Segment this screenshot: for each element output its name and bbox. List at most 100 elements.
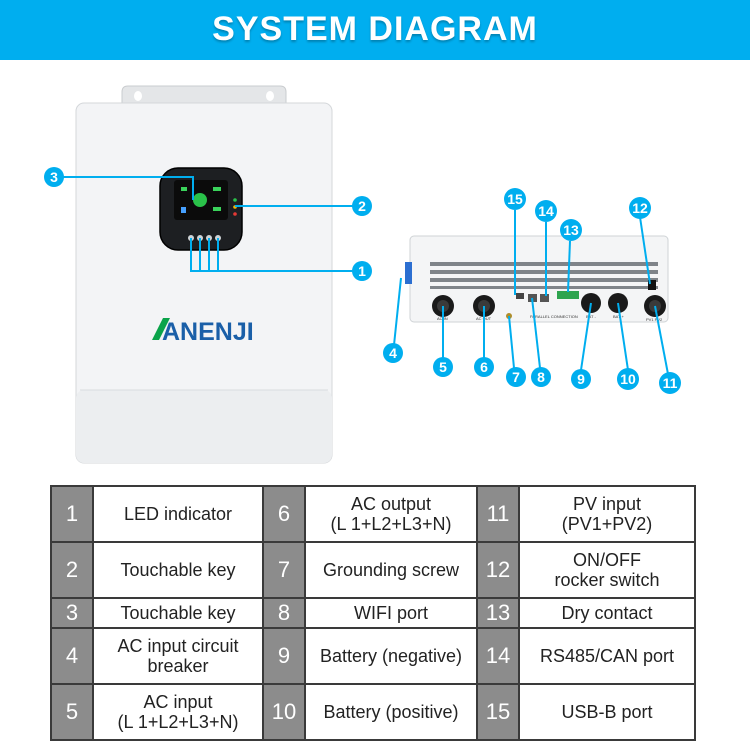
callout-badges: 1 2 3 4 5 6 7 8 9 10 11 12 13 14 15 xyxy=(44,167,681,394)
svg-text:5: 5 xyxy=(439,359,447,375)
legend-number: 13 xyxy=(476,597,520,629)
legend-label: RS485/CAN port xyxy=(518,626,696,685)
legend-number: 4 xyxy=(50,626,94,685)
legend-label-line: (L 1+L2+L3+N) xyxy=(330,514,452,535)
header-banner: SYSTEM DIAGRAM xyxy=(0,0,750,60)
legend-label-line: RS485/CAN port xyxy=(539,645,675,666)
brand-logo: ANENJI xyxy=(162,318,254,346)
svg-text:15: 15 xyxy=(507,191,523,207)
legend-label: Dry contact xyxy=(518,597,696,629)
legend-label-line: Battery (positive) xyxy=(323,701,459,722)
legend-label: AC output(L 1+L2+L3+N) xyxy=(304,484,478,544)
legend-label: WIFI port xyxy=(304,597,478,629)
svg-text:3: 3 xyxy=(50,169,58,185)
legend-label-line: ON/OFF xyxy=(573,550,641,571)
svg-text:11: 11 xyxy=(663,375,678,391)
legend-label-line: USB-B port xyxy=(561,701,653,722)
legend-number: 12 xyxy=(476,541,520,600)
callout-1: 1 xyxy=(352,261,372,281)
legend-label: AC input(L 1+L2+L3+N) xyxy=(92,682,264,742)
legend-number: 14 xyxy=(476,626,520,685)
legend-label-line: WIFI port xyxy=(353,602,428,623)
svg-text:8: 8 xyxy=(537,369,545,385)
callout-11: 11 xyxy=(659,372,681,394)
callout-3: 3 xyxy=(44,167,64,187)
legend-label: PV input(PV1+PV2) xyxy=(518,484,696,544)
callout-8: 8 xyxy=(531,367,551,387)
bat-plus-label: BAT + xyxy=(613,314,625,319)
legend-label: Battery (negative) xyxy=(304,626,478,685)
pv-label: PV1 PV2 xyxy=(646,317,663,322)
legend-label-line: Battery (negative) xyxy=(319,645,463,666)
legend-number: 3 xyxy=(50,597,94,629)
legend-label-line: (PV1+PV2) xyxy=(561,514,653,535)
legend-label-line: Touchable key xyxy=(120,602,236,623)
legend-number: 6 xyxy=(262,484,306,544)
legend-label-line: AC input xyxy=(143,691,213,712)
legend-number: 10 xyxy=(262,682,306,742)
svg-text:2: 2 xyxy=(358,198,366,214)
bat-minus-label: BAT - xyxy=(586,314,597,319)
legend-label-line: PV input xyxy=(572,494,642,515)
svg-text:1: 1 xyxy=(358,263,366,279)
svg-text:9: 9 xyxy=(577,371,585,387)
legend-label-line: (L 1+L2+L3+N) xyxy=(117,711,239,732)
legend-number: 9 xyxy=(262,626,306,685)
legend-label-line: Touchable key xyxy=(120,560,236,581)
logo-mark xyxy=(152,318,170,340)
legend-number: 11 xyxy=(476,484,520,544)
legend-label: Grounding screw xyxy=(304,541,478,600)
callout-10: 10 xyxy=(617,368,639,390)
legend-label: USB-B port xyxy=(518,682,696,742)
legend-label-line: rocker switch xyxy=(554,570,660,591)
callout-2: 2 xyxy=(352,196,372,216)
inverter-rear-view: AC IN AC OUT PARALLEL CONNECTION BAT - B… xyxy=(405,235,669,323)
legend-label-line: Dry contact xyxy=(561,602,653,623)
legend-label-line: LED indicator xyxy=(123,504,233,525)
callout-4: 4 xyxy=(383,343,403,363)
legend-label: LED indicator xyxy=(92,484,264,544)
svg-text:12: 12 xyxy=(632,200,648,216)
legend-number: 5 xyxy=(50,682,94,742)
callout-12: 12 xyxy=(629,197,651,219)
svg-text:13: 13 xyxy=(563,222,579,238)
svg-text:6: 6 xyxy=(480,359,488,375)
svg-text:14: 14 xyxy=(538,203,554,219)
legend-number: 15 xyxy=(476,682,520,742)
parallel-label: PARALLEL CONNECTION xyxy=(530,314,578,319)
svg-text:7: 7 xyxy=(512,369,520,385)
legend-label-line: AC input circuit xyxy=(117,635,239,656)
front-callout-lines xyxy=(62,176,355,272)
svg-text:4: 4 xyxy=(389,345,397,361)
legend-number: 1 xyxy=(50,484,94,544)
callout-14: 14 xyxy=(535,200,557,222)
svg-text:10: 10 xyxy=(620,371,636,387)
legend-number: 7 xyxy=(262,541,306,600)
inverter-front-view: ANENJI xyxy=(75,85,333,464)
callout-13: 13 xyxy=(560,219,582,241)
legend-row: 3 Touchable key 8 WIFI port 13 Dry contact xyxy=(50,597,696,629)
legend-label: Battery (positive) xyxy=(304,682,478,742)
legend-label: Touchable key xyxy=(92,541,264,600)
legend-label-line: breaker xyxy=(147,655,209,676)
callout-7: 7 xyxy=(506,367,526,387)
legend-label-line: AC output xyxy=(350,494,432,515)
callout-15: 15 xyxy=(504,188,526,210)
page-title: SYSTEM DIAGRAM xyxy=(212,10,538,48)
callout-6: 6 xyxy=(474,357,494,377)
rear-callout-lines xyxy=(393,210,669,375)
system-diagram: ANENJI AC IN AC OUT PARALLEL CONNECTION xyxy=(44,85,681,464)
legend-label-line: Grounding screw xyxy=(322,560,460,581)
legend-label: Touchable key xyxy=(92,597,264,629)
legend-number: 8 xyxy=(262,597,306,629)
legend-number: 2 xyxy=(50,541,94,600)
callout-9: 9 xyxy=(571,369,591,389)
callout-5: 5 xyxy=(433,357,453,377)
